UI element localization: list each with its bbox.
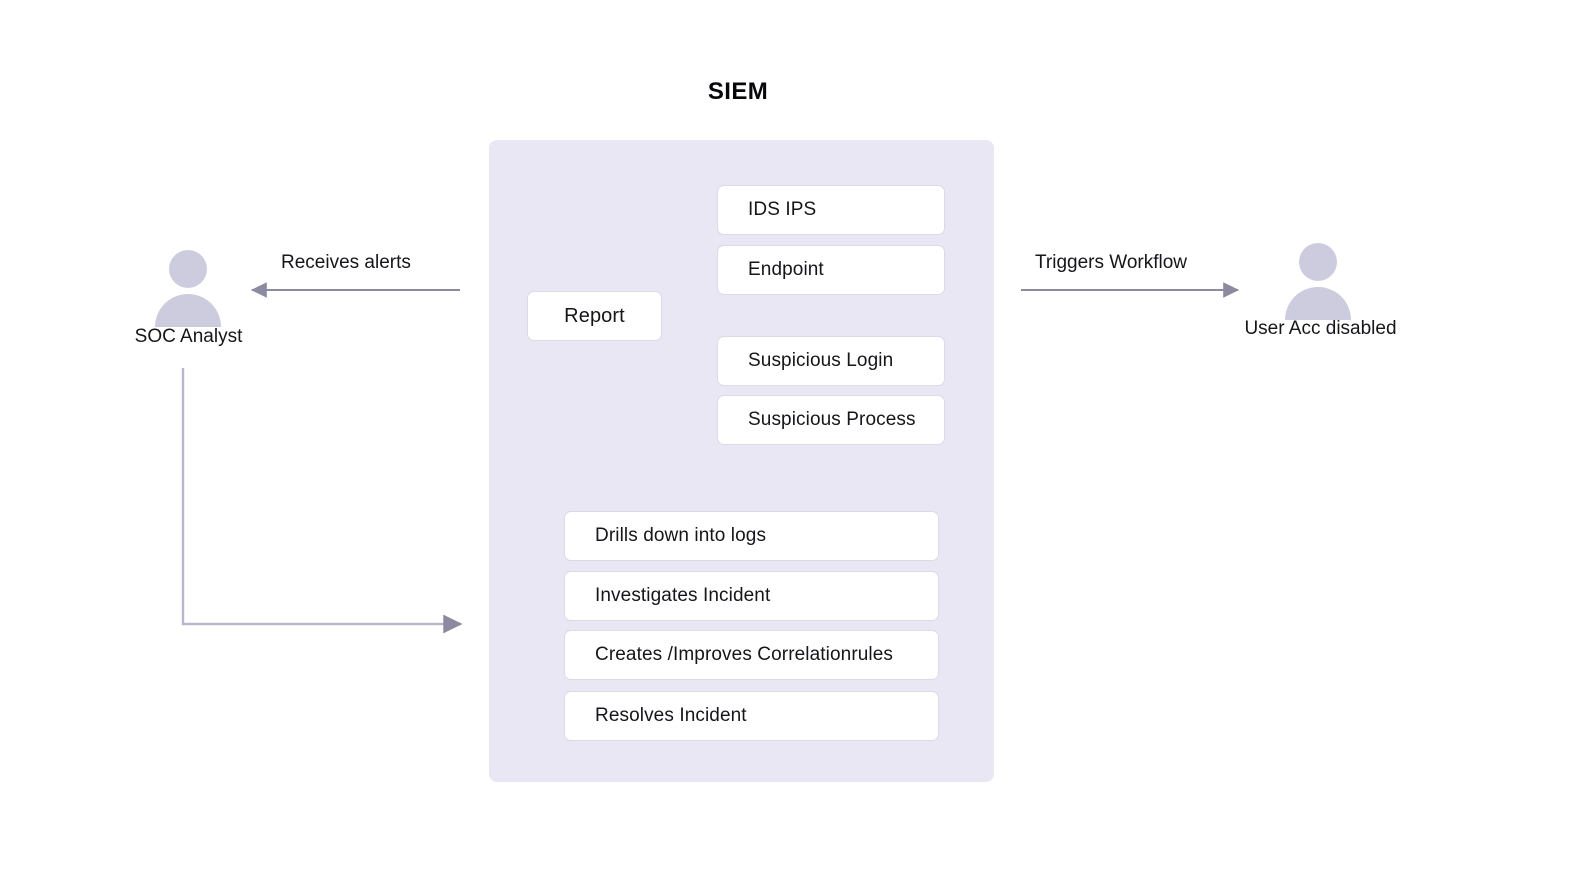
node-suspicious-login[interactable]: Suspicious Login (717, 336, 945, 386)
edge-analyst-to-siem (181, 368, 463, 634)
node-suspicious-process[interactable]: Suspicious Process (717, 395, 945, 445)
user-acc-disabled-label: User Acc disabled (1244, 318, 1397, 339)
siem-panel (489, 140, 994, 782)
node-endpoint[interactable]: Endpoint (717, 245, 945, 295)
node-investigates-incident[interactable]: Investigates Incident (564, 571, 939, 621)
soc-analyst-label: SOC Analyst (134, 326, 243, 347)
user-acc-disabled-person-icon (1285, 243, 1351, 321)
soc-analyst-person-icon (155, 250, 221, 328)
person-body-icon (155, 294, 221, 327)
edge-label-receives-alerts: Receives alerts (281, 252, 411, 273)
node-drills-down-into-logs[interactable]: Drills down into logs (564, 511, 939, 561)
node-ids-ips[interactable]: IDS IPS (717, 185, 945, 235)
person-body-icon (1285, 287, 1351, 320)
node-creates-improves-correlationrules[interactable]: Creates /Improves Correlationrules (564, 630, 939, 680)
node-resolves-incident[interactable]: Resolves Incident (564, 691, 939, 741)
person-head-icon (1299, 243, 1337, 281)
edge-label-triggers-workflow: Triggers Workflow (1035, 252, 1188, 273)
page-title: SIEM (707, 78, 769, 105)
node-report[interactable]: Report (527, 291, 662, 341)
person-head-icon (169, 250, 207, 288)
